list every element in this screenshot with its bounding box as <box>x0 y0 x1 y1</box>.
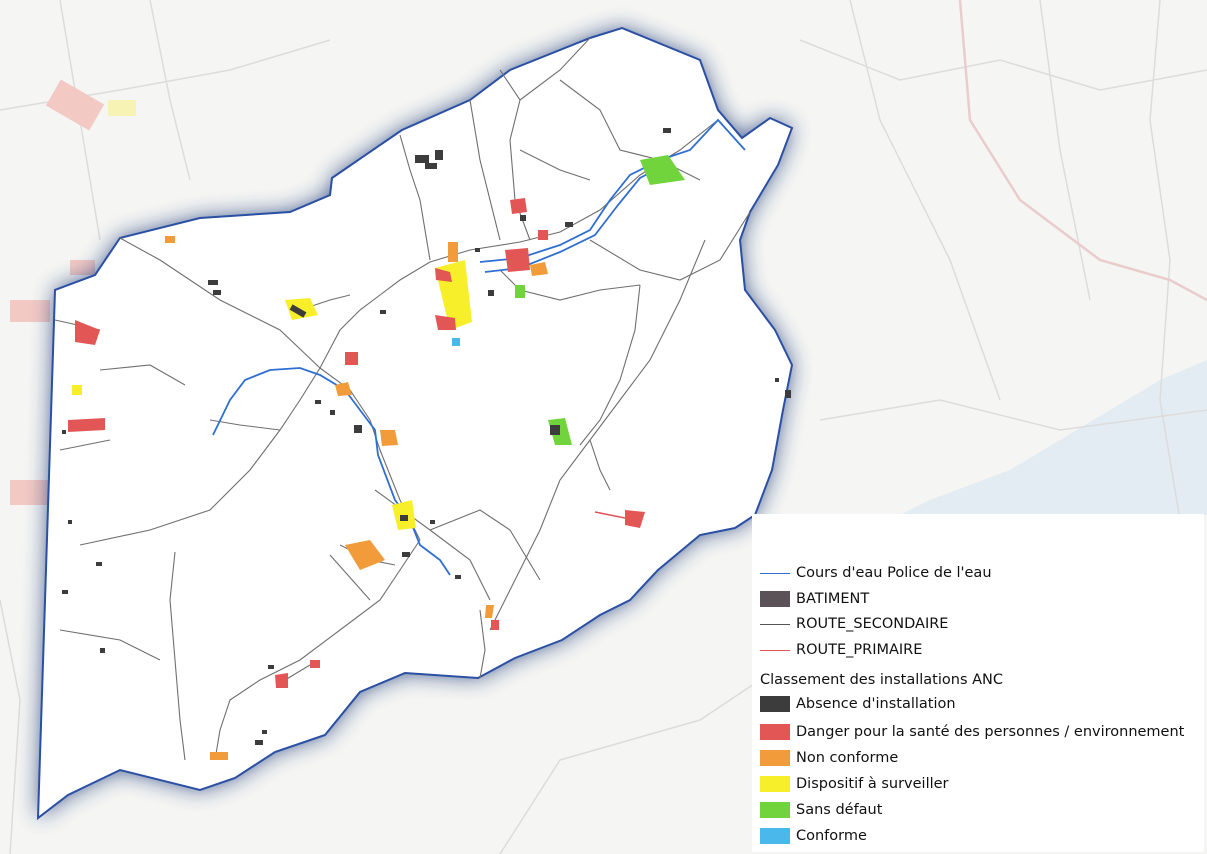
legend-item-sans-defaut: Sans défaut <box>760 799 882 821</box>
swatch-icon <box>760 828 790 844</box>
legend-label: Absence d'installation <box>796 696 956 712</box>
legend-item-absence: Absence d'installation <box>760 693 956 715</box>
legend-group-title: Classement des installations ANC <box>760 669 1003 691</box>
secondary-roads <box>54 37 751 761</box>
legend-label: ROUTE_PRIMAIRE <box>796 642 923 658</box>
line-symbol-icon <box>760 572 790 574</box>
legend-item-batiment: BATIMENT <box>760 588 869 610</box>
legend-label: Dispositif à surveiller <box>796 776 949 792</box>
swatch-icon <box>760 724 790 740</box>
legend-label: Danger pour la santé des personnes / env… <box>796 724 1185 740</box>
legend-item-dispositif: Dispositif à surveiller <box>760 773 949 795</box>
legend-item-route-primaire: ROUTE_PRIMAIRE <box>760 639 922 661</box>
swatch-icon <box>760 802 790 818</box>
line-symbol-icon <box>760 649 790 651</box>
legend-label: Non conforme <box>796 750 899 766</box>
line-symbol-icon <box>760 623 790 625</box>
legend-label: BATIMENT <box>796 591 870 607</box>
swatch-icon <box>760 776 790 792</box>
legend-label: Sans défaut <box>796 802 883 818</box>
swatch-icon <box>760 591 790 607</box>
anc-parcels <box>68 155 685 760</box>
legend-label: Conforme <box>796 828 867 844</box>
legend-item-cours-deau: Cours d'eau Police de l'eau <box>760 562 992 584</box>
legend-item-conforme: Conforme <box>760 825 867 847</box>
map-legend: Cours d'eau Police de l'eau BATIMENT ROU… <box>752 514 1204 852</box>
swatch-icon <box>760 750 790 766</box>
legend-group-label: Classement des installations ANC <box>760 672 1004 688</box>
swatch-icon <box>760 696 790 712</box>
legend-item-non-conforme: Non conforme <box>760 747 898 769</box>
primary-road <box>594 511 626 519</box>
legend-item-route-secondaire: ROUTE_SECONDAIRE <box>760 613 948 635</box>
commune-boundary <box>36 26 794 821</box>
buildings <box>62 128 791 745</box>
legend-label: ROUTE_SECONDAIRE <box>796 616 949 632</box>
legend-item-danger: Danger pour la santé des personnes / env… <box>760 721 1184 743</box>
legend-label: Cours d'eau Police de l'eau <box>796 565 992 581</box>
